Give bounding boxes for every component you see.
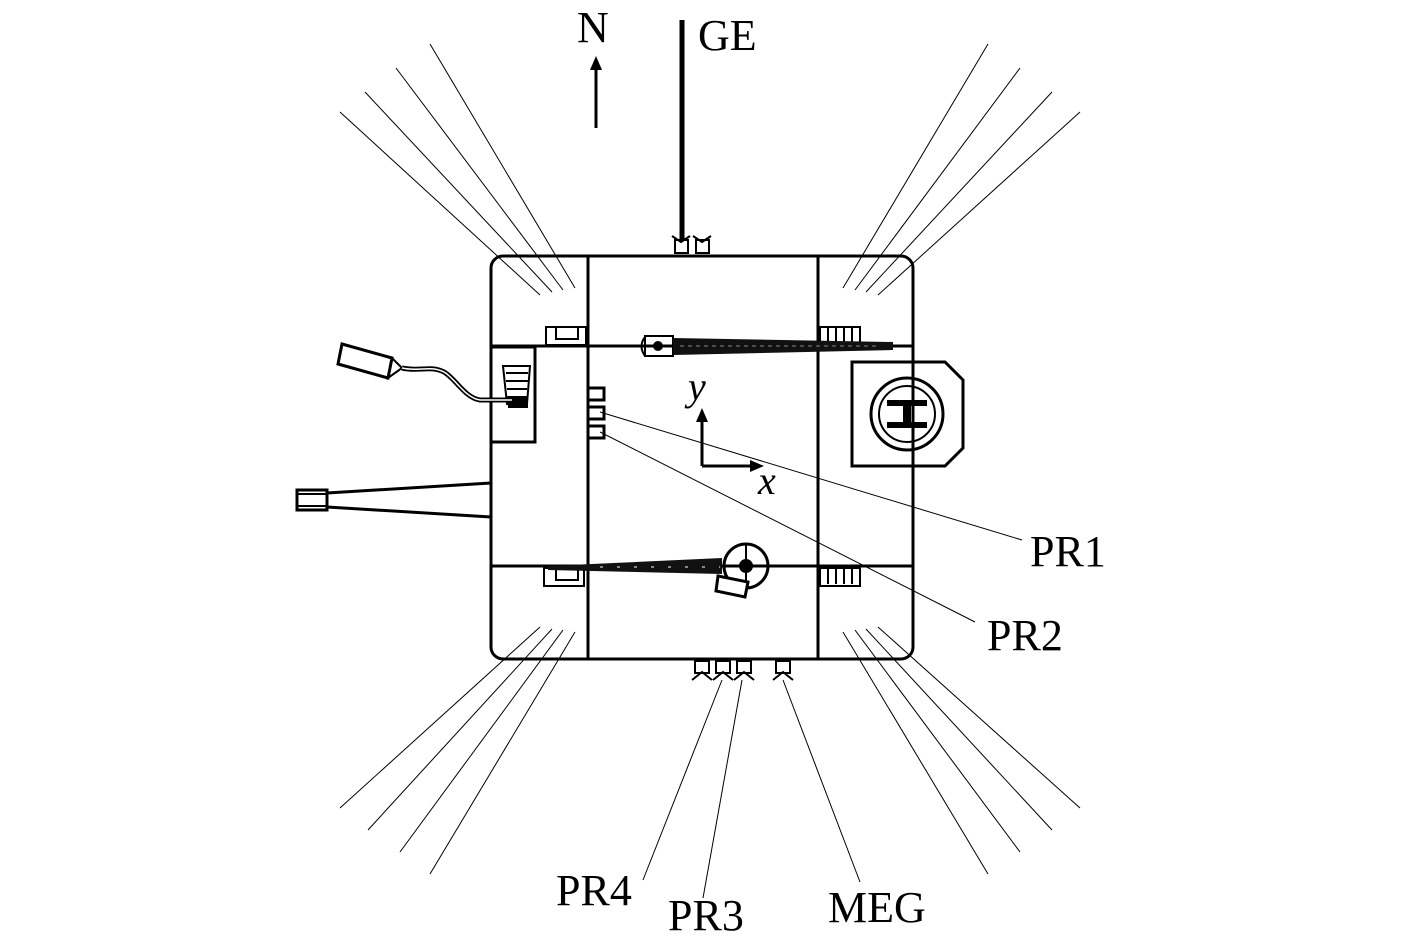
bottom-boom-arm	[548, 542, 770, 599]
pr4-label: PR4	[556, 866, 632, 915]
north-label: N	[577, 3, 609, 52]
pr1-label: PR1	[1030, 527, 1106, 576]
pr-sensors-left	[586, 386, 1023, 623]
camera-icon	[336, 342, 512, 403]
ge-boom	[671, 20, 712, 254]
pr2-label: PR2	[987, 611, 1063, 660]
north-arrow-icon	[590, 56, 602, 128]
left-payload-box	[489, 345, 537, 444]
meg-label: MEG	[828, 883, 926, 932]
x-axis-label: x	[757, 458, 776, 503]
solar-rays-top-left	[339, 43, 576, 296]
top-boom-arm	[640, 335, 893, 357]
y-axis-label: y	[684, 364, 706, 409]
solar-rays-bottom-right	[842, 626, 1081, 875]
solar-rays-bottom-left	[339, 626, 576, 875]
bottom-sensors	[642, 660, 861, 899]
antenna-icon	[295, 481, 492, 519]
ge-label: GE	[698, 11, 757, 60]
ibeam-logo-icon	[850, 360, 965, 468]
pr3-label: PR3	[668, 891, 744, 940]
xy-axes	[696, 408, 764, 472]
